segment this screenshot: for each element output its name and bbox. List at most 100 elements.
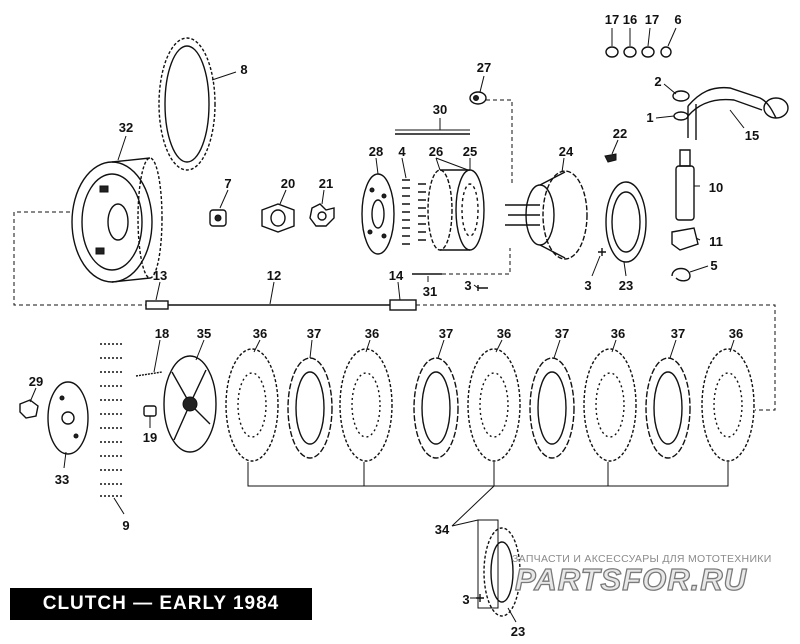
part-9-spring-stack (100, 343, 124, 497)
callout-32: 32 (119, 120, 133, 135)
alignment-line-left (13, 211, 146, 306)
callout-35: 35 (197, 326, 211, 341)
part-11-bracket (671, 227, 699, 251)
callout-22: 22 (613, 126, 627, 141)
callout-9: 9 (122, 518, 129, 533)
callout-28: 28 (369, 144, 383, 159)
callout-12: 12 (267, 268, 281, 283)
part-27-adjuster (469, 91, 487, 105)
part-37-steel-plate-4 (645, 357, 691, 459)
callout-37: 37 (439, 326, 453, 341)
part-36-friction-plate-2 (339, 348, 393, 462)
callout-34: 34 (435, 522, 450, 537)
part-5-clip (671, 267, 691, 282)
part-3-screw-a (598, 248, 606, 256)
part-36-friction-plate-3 (467, 348, 521, 462)
part-4-springs (402, 179, 426, 245)
callout-19: 19 (143, 430, 157, 445)
part-29-nut (19, 399, 39, 419)
part-14-sleeve (389, 299, 417, 311)
part-22-key (604, 153, 617, 163)
leader-lines (29, 27, 745, 623)
callout-3: 3 (584, 278, 591, 293)
part-3-screw-c (476, 594, 484, 602)
callout-10: 10 (709, 180, 723, 195)
part-25-26-spring-plates (427, 169, 485, 251)
part-23-retaining-plate (605, 181, 647, 263)
callout-6: 6 (674, 12, 681, 27)
callout-37: 37 (307, 326, 321, 341)
callout-2: 2 (654, 74, 661, 89)
part-36-friction-plate-4 (583, 348, 637, 462)
callout-37: 37 (555, 326, 569, 341)
callout-27: 27 (477, 60, 491, 75)
callout-36: 36 (497, 326, 511, 341)
part-37-steel-plate-3 (529, 357, 575, 459)
callout-3: 3 (464, 278, 471, 293)
part-20-hex-nut (261, 203, 295, 233)
part-17-16-6-washers (605, 46, 672, 58)
part-19-nut (143, 405, 157, 417)
part-10-release-shaft (675, 149, 695, 221)
part-13-sleeve (145, 300, 169, 310)
callout-8: 8 (240, 62, 247, 77)
part-3-screw-b (477, 285, 488, 291)
part-37-steel-plate-2 (413, 357, 459, 459)
part-30-pushrod (395, 129, 470, 135)
callout-4: 4 (398, 144, 406, 159)
part-8-sprocket-ring (158, 37, 216, 171)
callout-14: 14 (389, 268, 404, 283)
callout-15: 15 (745, 128, 759, 143)
callout-30: 30 (433, 102, 447, 117)
diagram-title: CLUTCH — EARLY 1984 (10, 588, 312, 620)
callout-26: 26 (429, 144, 443, 159)
callout-36: 36 (253, 326, 267, 341)
alignment-line-27 (486, 99, 513, 186)
part-34-bottom-plate (477, 519, 521, 617)
callout-33: 33 (55, 472, 69, 487)
callout-labels: 17 16 17 6 8 27 2 1 15 32 30 22 28 4 26 … (29, 12, 759, 639)
callout-17: 17 (645, 12, 659, 27)
callout-1: 1 (646, 110, 653, 125)
part-24-clutch-hub (505, 170, 588, 260)
callout-24: 24 (559, 144, 574, 159)
part-15-release-lever (687, 86, 789, 140)
leader-34 (451, 485, 495, 527)
callout-3: 3 (462, 592, 469, 607)
callout-23: 23 (619, 278, 633, 293)
part-33-spring-plate (47, 381, 89, 455)
callout-25: 25 (463, 144, 477, 159)
callout-7: 7 (224, 176, 231, 191)
callout-36: 36 (729, 326, 743, 341)
callout-37: 37 (671, 326, 685, 341)
part-7-nut (209, 209, 227, 227)
callout-17: 17 (605, 12, 619, 27)
part-37-steel-plate-1 (287, 357, 333, 459)
plate-group-bracket (247, 462, 729, 487)
part-36-friction-plate-5 (701, 348, 755, 462)
part-28-plate (361, 173, 395, 255)
alignment-line-31 (442, 248, 511, 275)
part-18-stud (135, 371, 163, 377)
callout-11: 11 (709, 234, 723, 249)
callout-36: 36 (365, 326, 379, 341)
callout-21: 21 (319, 176, 333, 191)
watermark-tagline: ЗАПЧАСТИ И АКСЕССУАРЫ ДЛЯ МОТОТЕХНИКИ (512, 553, 772, 565)
callout-20: 20 (281, 176, 295, 191)
part-21-lock-tab-washer (309, 203, 335, 227)
callout-16: 16 (623, 12, 637, 27)
callout-36: 36 (611, 326, 625, 341)
callout-29: 29 (29, 374, 43, 389)
callout-23: 23 (511, 624, 525, 639)
part-32-clutch-shell (71, 157, 163, 283)
callout-5: 5 (710, 258, 717, 273)
callout-18: 18 (155, 326, 169, 341)
part-36-friction-plate-1 (225, 348, 279, 462)
part-35-pressure-plate (163, 355, 217, 453)
part-2-nut (672, 90, 690, 102)
part-1-washer (673, 111, 689, 121)
watermark-logo: PARTSFOR.RU (514, 561, 748, 597)
callout-31: 31 (423, 284, 437, 299)
callout-13: 13 (153, 268, 167, 283)
